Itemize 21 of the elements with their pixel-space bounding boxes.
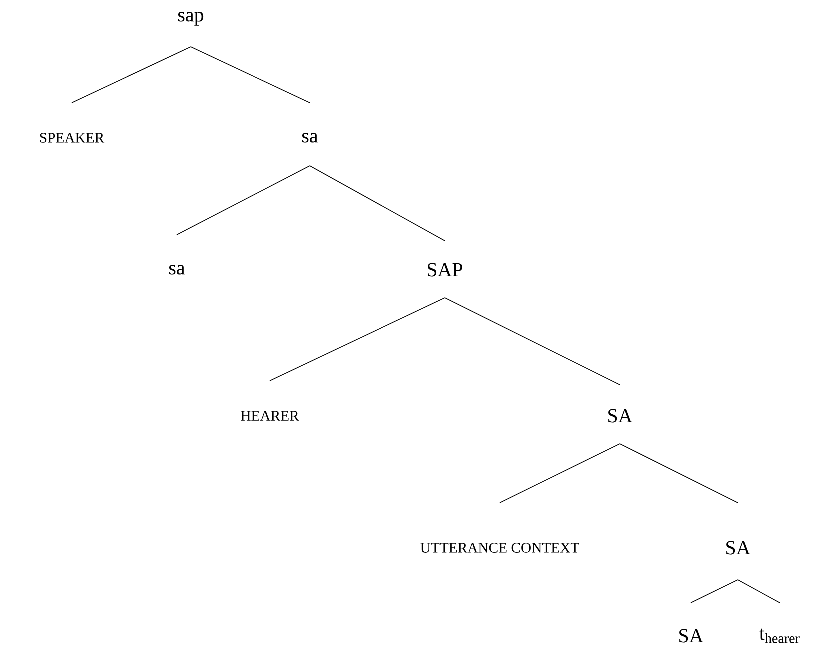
tree-label: sa (302, 133, 318, 143)
tree-branch (444, 298, 620, 386)
tree-label: SAP (428, 263, 463, 277)
tree-branch (72, 46, 192, 104)
tree-branch (500, 444, 620, 504)
tree-branch (270, 298, 446, 382)
tree-label: SA (608, 409, 633, 423)
tree-label: SA (726, 541, 751, 555)
tree-branch (310, 166, 446, 242)
tree-branch (176, 166, 310, 236)
tree-label: sa (170, 265, 186, 275)
tree-label: SA (680, 629, 704, 643)
tree-branch (738, 580, 780, 604)
tree-label: HEARER (241, 411, 300, 421)
tree-label: sap (178, 12, 204, 26)
tree-branch (620, 444, 738, 504)
tree-label: UTTERANCE CONTEXT (420, 543, 580, 553)
tree-branch (690, 580, 738, 604)
tree-label: SPEAKER (40, 133, 105, 143)
tree-label: t$_{hearer}$ (760, 628, 800, 644)
tree-branch (190, 46, 310, 104)
